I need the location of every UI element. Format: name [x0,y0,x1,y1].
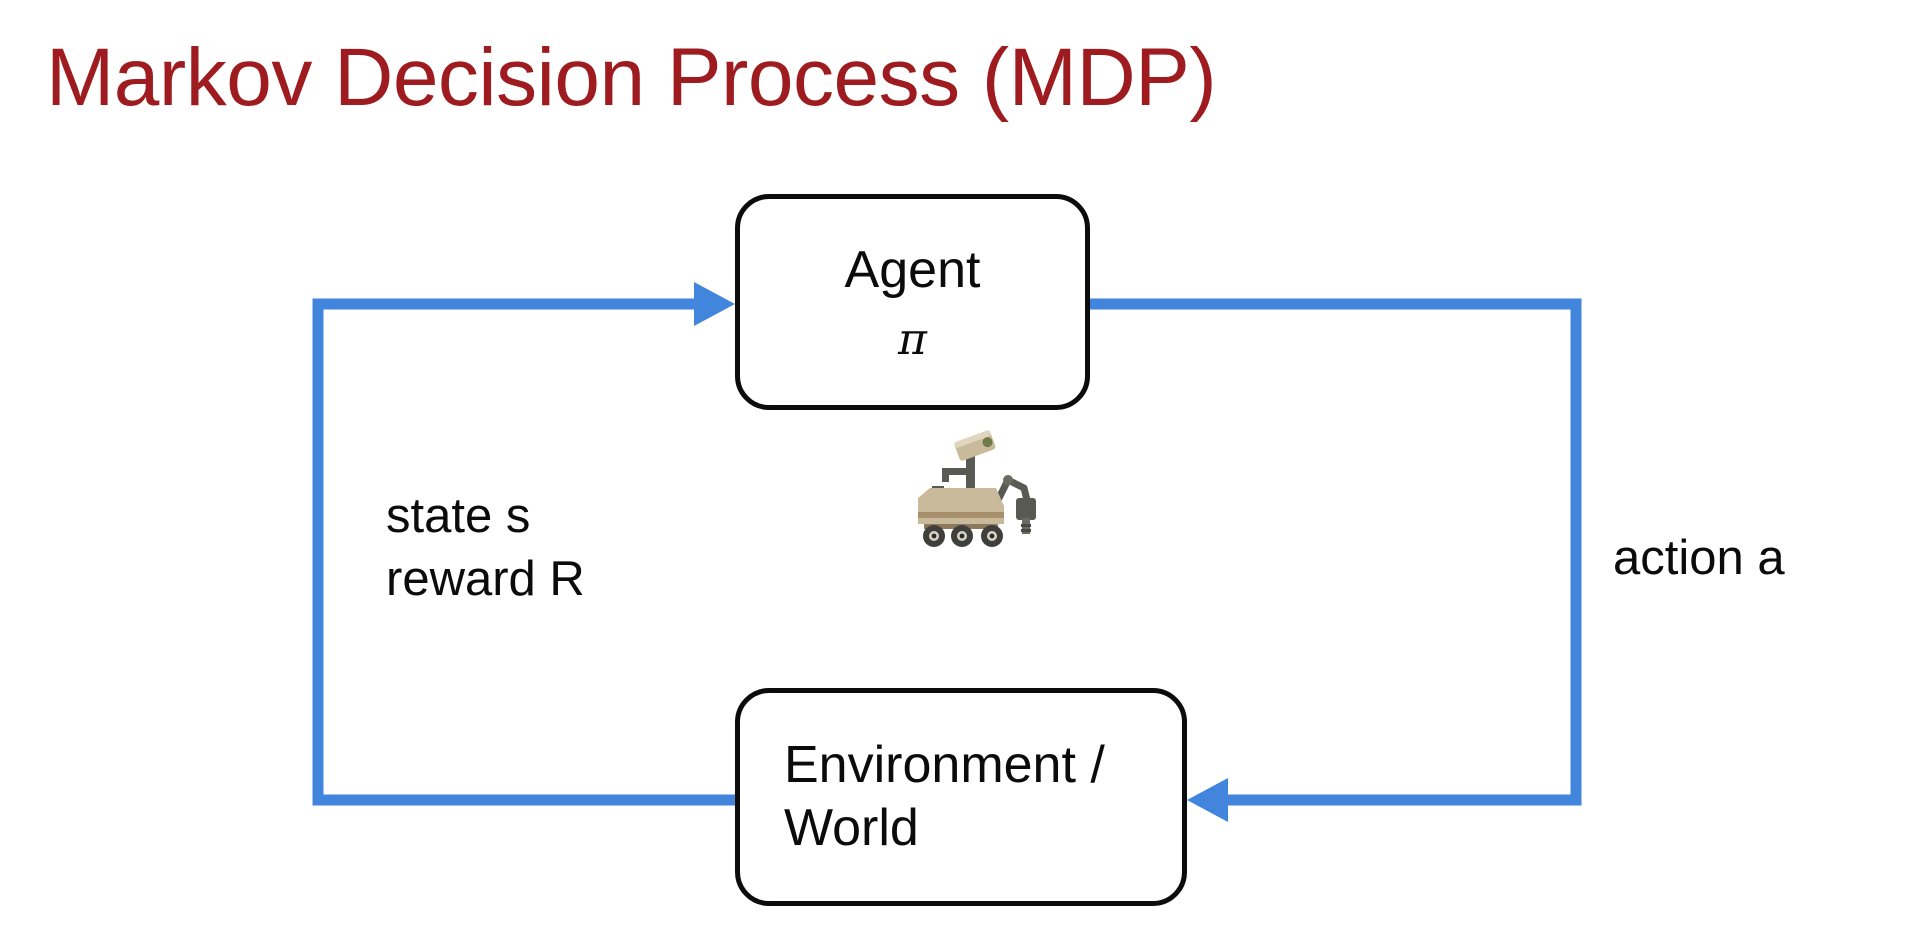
arrowhead-left [1187,778,1228,822]
node-environment[interactable]: Environment / World [735,688,1187,906]
node-environment-label: Environment / World [784,735,1105,857]
edge-label-state-reward: state s reward R [386,489,585,606]
page-title: Markov Decision Process (MDP) [46,32,1217,123]
node-agent-label: Agent [844,241,981,299]
arrowhead-right [694,282,735,326]
edge-label-action: action a [1613,531,1785,585]
mars-rover-icon [918,430,1036,547]
node-agent[interactable]: Agent π [735,194,1090,410]
pi-symbol: π [898,314,927,365]
